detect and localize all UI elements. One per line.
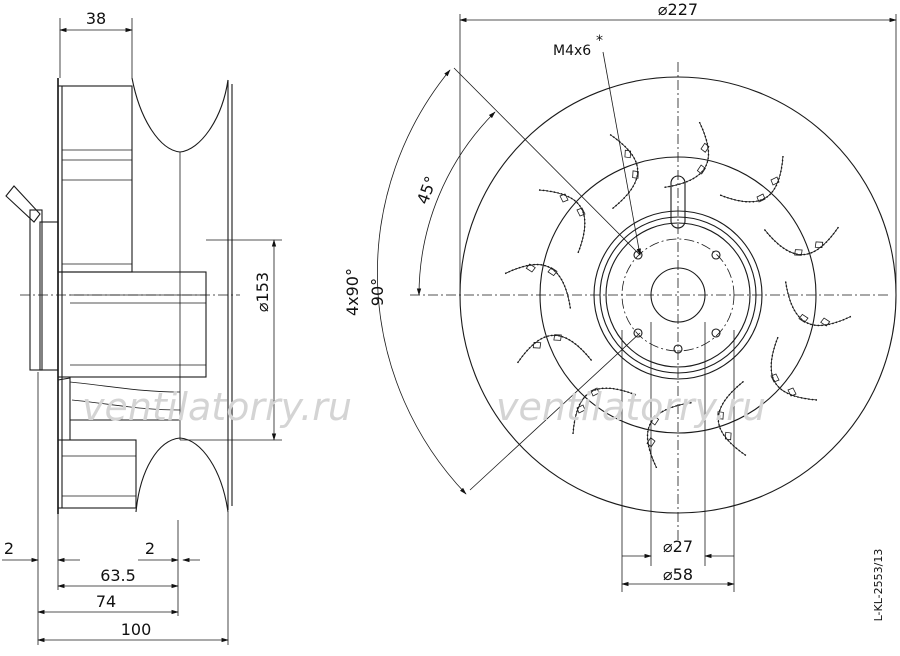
blade-9 <box>504 263 572 309</box>
blade-tab-1 <box>756 176 780 203</box>
blade-tabs <box>525 142 831 448</box>
blade-tab-9 <box>525 263 558 277</box>
cable-gland <box>5 185 41 223</box>
blade-tab-8 <box>532 334 562 349</box>
upper-blade-block <box>57 85 133 273</box>
angle-90-arc <box>377 69 467 495</box>
dim-100-label: 100 <box>121 620 152 639</box>
lower-blade-curve-2 <box>71 399 181 411</box>
bolt-hole <box>633 328 643 338</box>
blade-5 <box>717 380 747 457</box>
dim-2-left-label: 2 <box>4 539 14 558</box>
blade-10 <box>538 189 586 254</box>
lower-blade-left <box>57 377 71 441</box>
bolt-hole <box>711 328 721 338</box>
key-slot <box>670 175 686 229</box>
blade-3 <box>784 281 852 327</box>
bolt-hole <box>673 344 683 354</box>
bolt-hole <box>711 250 721 260</box>
blade-7 <box>572 387 637 435</box>
blade-tab-2 <box>794 241 824 256</box>
hub-ring-2 <box>599 216 757 374</box>
drawing-code: L-KL-2553/13 <box>872 549 885 622</box>
bolt-holes <box>633 250 721 354</box>
hub-ring-outer <box>593 210 763 380</box>
watermark-left: ventilatorry.ru <box>82 385 352 429</box>
blade-6 <box>646 401 692 469</box>
blade-1 <box>719 155 784 203</box>
blade-tab-12 <box>696 142 710 175</box>
angle-90-label: 90° <box>368 278 387 306</box>
side-view: 38 ⌀153 2 2 63.5 74 100 <box>2 9 282 645</box>
dim-74-label: 74 <box>96 592 116 611</box>
lower-blade-curve-1 <box>69 381 181 393</box>
angle-45-arc <box>416 111 496 296</box>
thread-leader <box>602 51 641 256</box>
blade-tab-5 <box>717 411 732 441</box>
dim-27-label: ⌀27 <box>663 537 693 556</box>
lower-inlet-curve <box>135 437 229 513</box>
shaft-bore <box>650 267 706 323</box>
dim-58-label: ⌀58 <box>663 565 693 584</box>
front-view: ⌀227 M4x6 * 45° 4x90° 90° ⌀27 ⌀58 <box>343 0 897 592</box>
angle-lower-radial <box>469 332 641 491</box>
blade-tab-10 <box>559 193 586 217</box>
dim-38-label: 38 <box>86 9 106 28</box>
bolt-hole <box>633 250 643 260</box>
angle-4x90-label: 4x90° <box>343 268 362 316</box>
angle-45-radial <box>453 67 641 256</box>
thread-star: * <box>596 33 603 49</box>
blade-tab-11 <box>624 149 639 179</box>
blade-12 <box>664 121 710 189</box>
lower-blade-block <box>57 439 137 509</box>
hub-ring-3 <box>605 222 751 368</box>
blades <box>504 121 852 469</box>
upper-inlet-curve <box>131 77 229 153</box>
watermark-right: ventilatorry.ru <box>496 385 766 429</box>
dim-2-right-label: 2 <box>145 539 155 558</box>
bolt-circle <box>621 238 735 352</box>
dim-63-5-label: 63.5 <box>100 566 136 585</box>
blade-11 <box>609 133 639 210</box>
blade-tab-3 <box>798 313 831 327</box>
blade-4 <box>770 336 818 401</box>
hub-block <box>57 271 207 378</box>
thread-label: M4x6 <box>553 43 591 59</box>
dim-153-label: ⌀153 <box>253 272 272 312</box>
blade-2 <box>763 226 840 256</box>
motor-flange <box>29 209 43 371</box>
dim-227-label: ⌀227 <box>658 0 698 19</box>
blade-tab-7 <box>576 387 600 414</box>
inner-shroud <box>539 156 817 434</box>
blade-8 <box>516 334 593 364</box>
blade-tab-4 <box>770 373 797 397</box>
motor-body <box>39 221 59 371</box>
